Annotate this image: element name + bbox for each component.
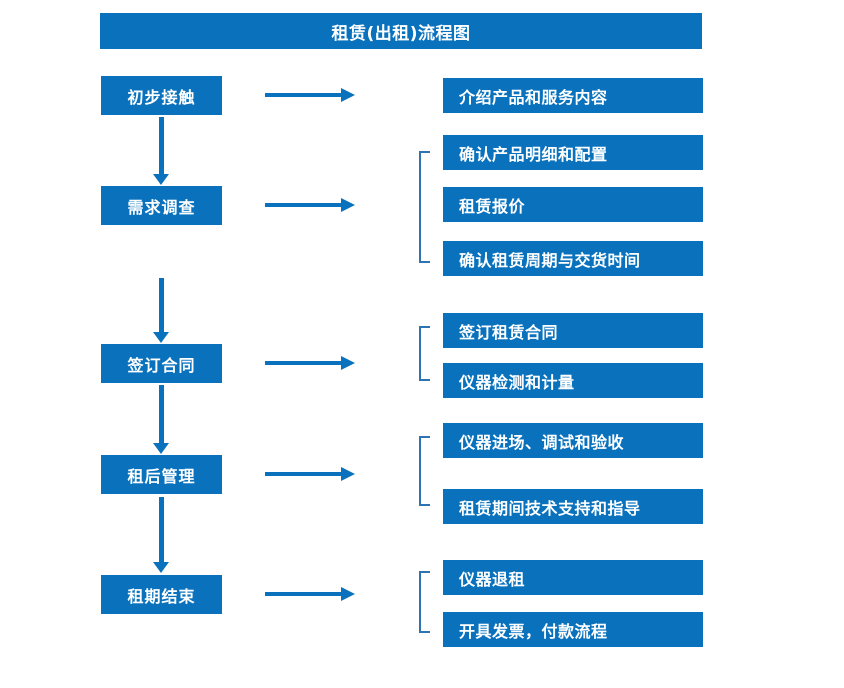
detail-box-7[interactable]: 仪器进场、调试和验收 xyxy=(443,423,703,458)
page-title: 租赁(出租)流程图 xyxy=(100,13,702,49)
detail-box-8[interactable]: 租赁期间技术支持和指导 xyxy=(443,489,703,524)
arrow-head-icon xyxy=(341,356,355,370)
detail-box-1[interactable]: 介绍产品和服务内容 xyxy=(443,78,703,113)
detail-box-10[interactable]: 开具发票，付款流程 xyxy=(443,612,703,647)
vertical-arrow-2-to-3 xyxy=(153,278,169,343)
arrow-shaft xyxy=(265,472,343,476)
vertical-arrow-1-to-2 xyxy=(153,117,169,185)
arrow-head-icon xyxy=(153,332,169,343)
arrow-head-icon xyxy=(341,88,355,102)
arrow-head-icon xyxy=(153,562,169,573)
arrow-shaft xyxy=(265,93,343,97)
group-bracket-contract xyxy=(419,326,430,381)
arrow-head-icon xyxy=(341,587,355,601)
detail-box-3[interactable]: 租赁报价 xyxy=(443,187,703,222)
arrow-shaft xyxy=(265,203,343,207)
vertical-arrow-3-to-4 xyxy=(153,385,169,454)
vertical-arrow-4-to-5 xyxy=(153,497,169,573)
detail-box-9[interactable]: 仪器退租 xyxy=(443,560,703,595)
stage-box-2[interactable]: 需求调查 xyxy=(101,186,222,225)
horizontal-arrow-stage-5 xyxy=(265,587,355,601)
detail-box-4[interactable]: 确认租赁周期与交货时间 xyxy=(443,241,703,276)
group-bracket-demand xyxy=(419,151,430,263)
horizontal-arrow-stage-3 xyxy=(265,356,355,370)
horizontal-arrow-stage-1 xyxy=(265,88,355,102)
arrow-head-icon xyxy=(153,443,169,454)
detail-box-5[interactable]: 签订租赁合同 xyxy=(443,313,703,348)
horizontal-arrow-stage-2 xyxy=(265,198,355,212)
arrow-shaft xyxy=(159,497,164,562)
arrow-shaft xyxy=(159,117,164,174)
arrow-shaft xyxy=(265,592,343,596)
arrow-shaft xyxy=(159,278,164,332)
detail-box-2[interactable]: 确认产品明细和配置 xyxy=(443,135,703,170)
stage-box-3[interactable]: 签订合同 xyxy=(101,344,222,383)
horizontal-arrow-stage-4 xyxy=(265,467,355,481)
detail-box-6[interactable]: 仪器检测和计量 xyxy=(443,363,703,398)
arrow-head-icon xyxy=(341,467,355,481)
group-bracket-management xyxy=(419,436,430,506)
stage-box-1[interactable]: 初步接触 xyxy=(101,76,222,115)
arrow-head-icon xyxy=(153,174,169,185)
arrow-shaft xyxy=(159,385,164,443)
group-bracket-end xyxy=(419,571,430,633)
stage-box-5[interactable]: 租期结束 xyxy=(101,575,222,614)
stage-box-4[interactable]: 租后管理 xyxy=(101,455,222,494)
arrow-shaft xyxy=(265,361,343,365)
arrow-head-icon xyxy=(341,198,355,212)
